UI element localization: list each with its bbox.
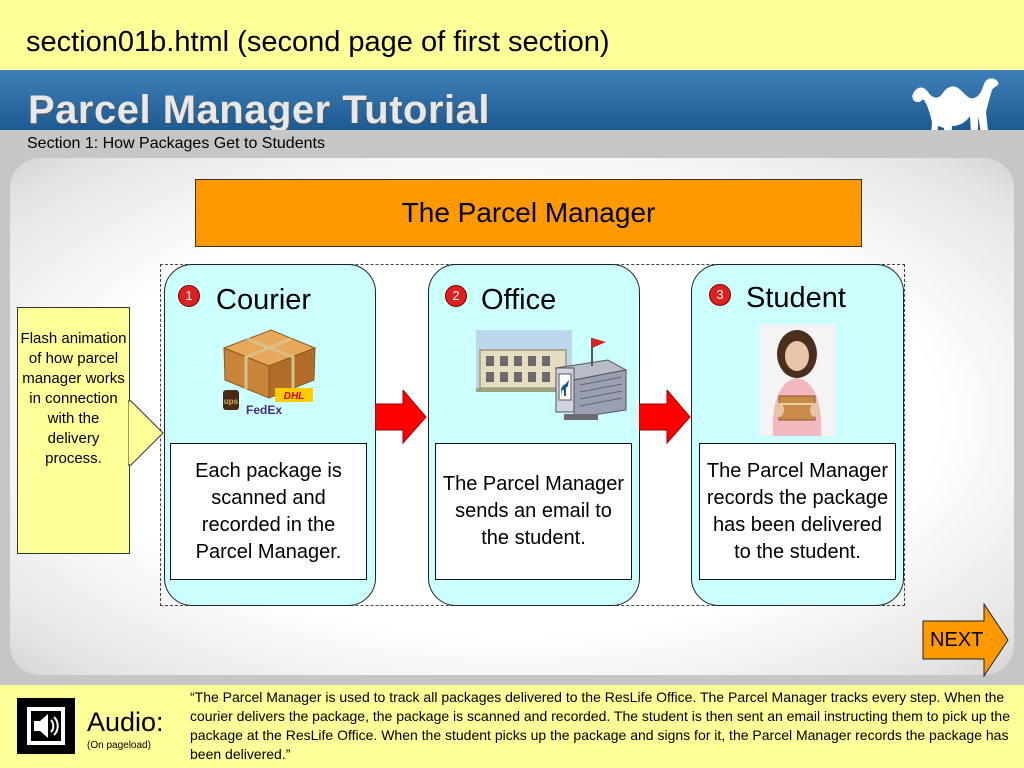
step-title-student: Student bbox=[746, 282, 846, 314]
step-title-courier: Courier bbox=[216, 284, 312, 316]
flow-arrow-icon bbox=[375, 390, 427, 444]
tutorial-header: Parcel Manager Tutorial bbox=[0, 70, 1024, 150]
step-number-badge: 2 bbox=[445, 285, 467, 307]
flash-animation-note: Flash animation of how parcel manager wo… bbox=[17, 307, 130, 554]
speaker-button[interactable] bbox=[17, 698, 75, 754]
parcel-manager-title: The Parcel Manager bbox=[401, 197, 656, 228]
courier-logos: ups FedEx DHL bbox=[223, 388, 313, 417]
flash-pointer-arrow-icon bbox=[128, 400, 164, 466]
audio-label: Audio: bbox=[87, 707, 164, 737]
step-desc-text: The Parcel Manager records the package h… bbox=[706, 459, 889, 563]
logo-dhl: DHL bbox=[284, 391, 305, 402]
audio-transcript: “The Parcel Manager is used to track all… bbox=[190, 689, 1011, 762]
audio-sublabel: (On pageload) bbox=[87, 740, 151, 751]
next-arrow-icon bbox=[922, 603, 1009, 677]
student-with-package-photo bbox=[759, 324, 836, 436]
step-desc-office: The Parcel Manager sends an email to the… bbox=[435, 443, 632, 580]
step-desc-courier: Each package is scanned and recorded in … bbox=[170, 443, 367, 580]
package-courier-icon: ups FedEx DHL bbox=[222, 329, 317, 417]
next-button[interactable]: NEXT bbox=[922, 603, 1010, 677]
step-number-badge: 3 bbox=[709, 284, 731, 306]
flow-arrow-icon bbox=[639, 390, 691, 444]
step-title-office: Office bbox=[481, 284, 557, 316]
step-desc-student: The Parcel Manager records the package h… bbox=[699, 443, 896, 580]
office-mailbox-icon bbox=[476, 330, 628, 420]
audio-bar bbox=[0, 685, 1024, 768]
step-desc-text: Each package is scanned and recorded in … bbox=[195, 459, 342, 563]
section-subtitle: Section 1: How Packages Get to Students bbox=[27, 135, 325, 152]
top-banner: section01b.html (second page of first se… bbox=[0, 0, 1024, 70]
next-button-label: NEXT bbox=[930, 629, 984, 651]
speaker-icon bbox=[27, 707, 65, 745]
logo-ups: ups bbox=[224, 397, 239, 406]
page-file-title: section01b.html (second page of first se… bbox=[26, 26, 610, 58]
logo-fedex: FedEx bbox=[246, 403, 282, 417]
step-desc-text: The Parcel Manager sends an email to the… bbox=[442, 473, 625, 549]
tutorial-title: Parcel Manager Tutorial bbox=[28, 88, 491, 132]
step-number-badge: 1 bbox=[178, 285, 200, 307]
flash-note-text: Flash animation of how parcel manager wo… bbox=[20, 330, 127, 467]
parcel-manager-title-box: The Parcel Manager bbox=[195, 179, 862, 247]
